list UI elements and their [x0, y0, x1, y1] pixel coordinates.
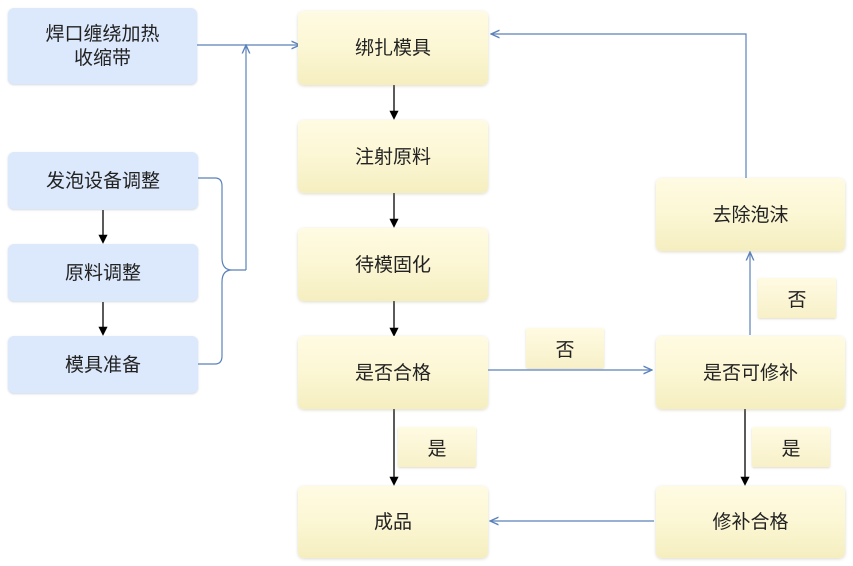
label-no-repairable: 否	[758, 278, 836, 318]
connector-remove-to-bind	[491, 34, 747, 178]
node-product: 成品	[298, 486, 488, 558]
node-repairable-check: 是否可修补	[656, 336, 845, 409]
node-qualified-check: 是否合格	[298, 336, 488, 409]
node-inject-material: 注射原料	[298, 120, 488, 193]
node-remove-foam: 去除泡沫	[656, 178, 845, 251]
node-mold-cure: 待模固化	[298, 228, 488, 301]
node-weld-wrap: 焊口缠绕加热 收缩带	[8, 8, 197, 84]
node-bind-mold: 绑扎模具	[298, 11, 488, 85]
label-no-qualified: 否	[526, 328, 604, 368]
node-repair-ok: 修补合格	[656, 486, 845, 558]
brace-left-inputs	[198, 177, 246, 365]
node-foam-equipment-adjust: 发泡设备调整	[8, 152, 198, 209]
node-material-adjust: 原料调整	[8, 244, 198, 301]
label-yes-qualified: 是	[398, 427, 476, 467]
label-yes-repairable: 是	[752, 427, 830, 467]
node-mold-prepare: 模具准备	[8, 336, 198, 393]
